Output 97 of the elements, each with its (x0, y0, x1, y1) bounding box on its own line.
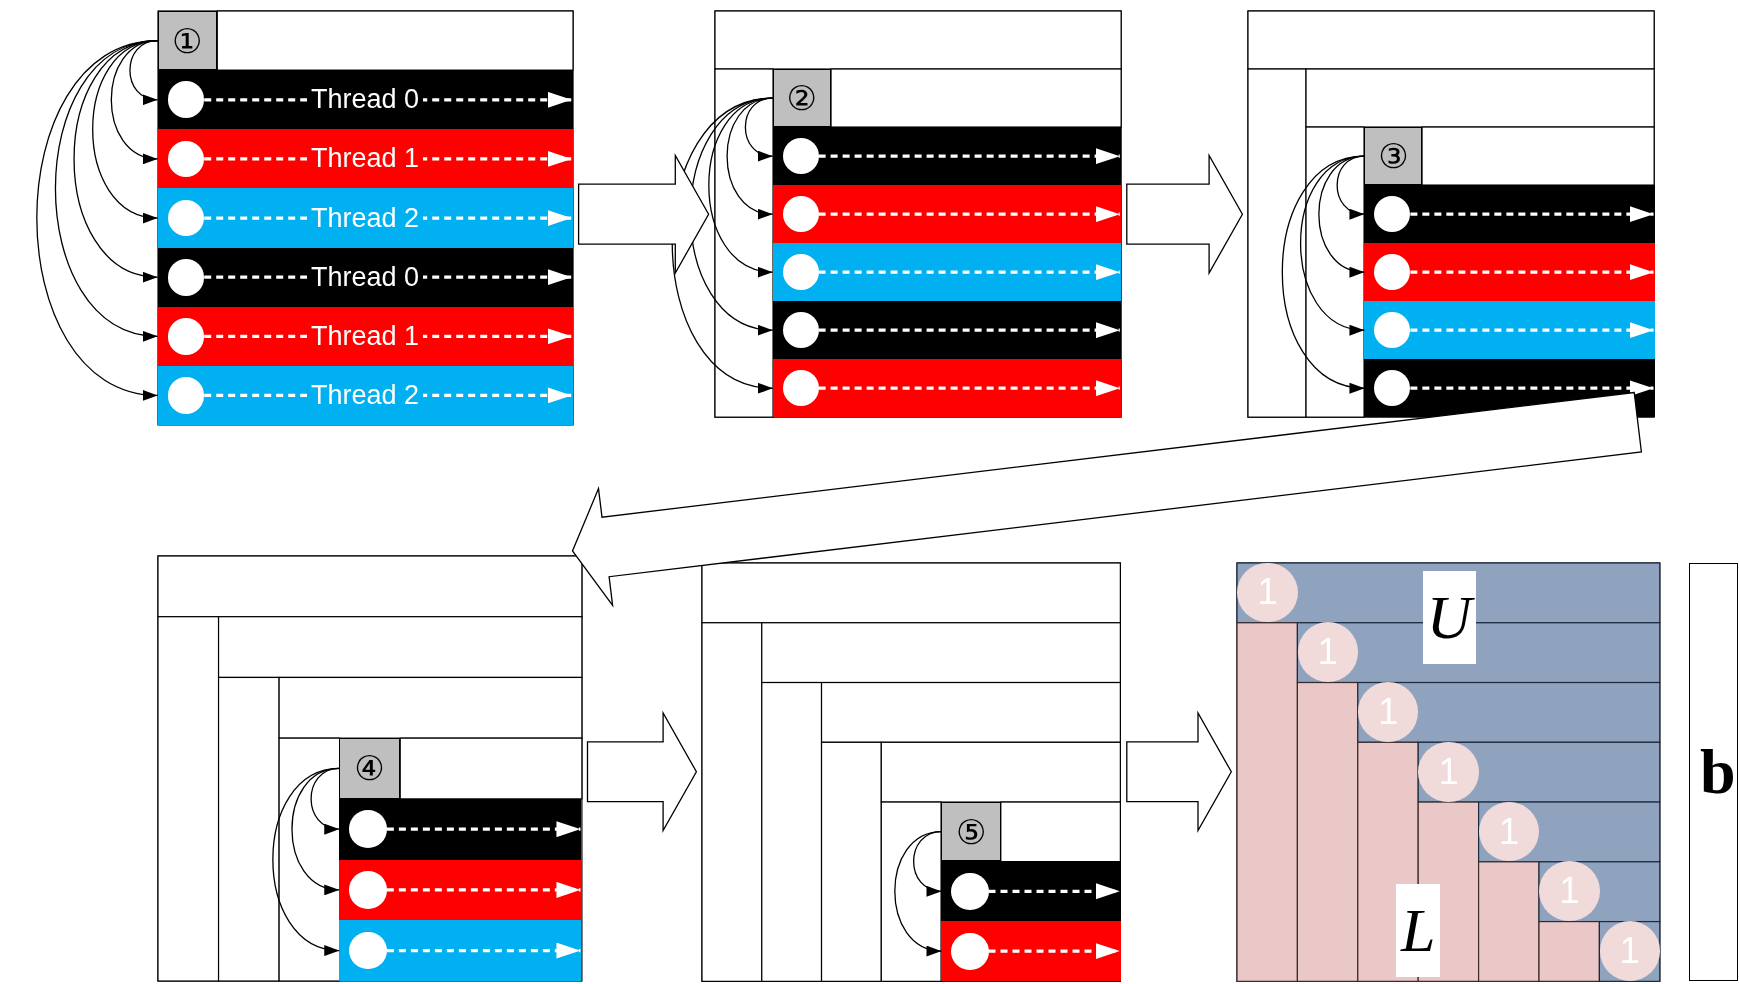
curved-arrow (36, 40, 159, 399)
thread-dot (782, 254, 819, 291)
curved-arrow (744, 97, 774, 160)
curved-arrow (129, 40, 159, 104)
dashed-arrow (204, 150, 572, 167)
dashed-arrow (386, 942, 581, 959)
thread-dot (1374, 312, 1411, 349)
curved-arrow (73, 40, 159, 280)
dashed-arrow (818, 148, 1120, 165)
curved-arrow (708, 97, 774, 275)
pivot-block (339, 738, 400, 799)
dashed-arrow (1410, 206, 1654, 223)
thread-dot (1374, 196, 1411, 233)
dashed-arrow (1410, 380, 1654, 397)
thread-dot (167, 199, 205, 237)
thread-dot (1374, 370, 1411, 407)
curved-arrow (54, 40, 159, 339)
block-arrow (1126, 710, 1233, 834)
pivot-block (941, 801, 1002, 862)
dashed-arrow (1410, 264, 1654, 281)
dashed-arrow (818, 206, 1120, 223)
dashed-arrow (818, 380, 1120, 397)
step-number: ④ (354, 748, 385, 789)
thread-bar (772, 301, 1121, 360)
block-arrow (1126, 152, 1244, 276)
thread-dot (782, 370, 819, 407)
dashed-arrow (386, 881, 581, 898)
vector-box (1688, 562, 1738, 981)
thread-row (157, 306, 573, 366)
pivot-block (157, 11, 217, 71)
pivot-block (772, 69, 831, 128)
thread-row (157, 129, 573, 189)
thread-row (157, 70, 573, 130)
thread-bar (1364, 185, 1655, 244)
thread-bar (1364, 301, 1655, 360)
thread-dot (782, 138, 819, 175)
dashed-arrow (204, 91, 572, 108)
thread-bar (1364, 243, 1655, 302)
thread-bar (339, 859, 582, 921)
step-number: ② (786, 78, 817, 119)
block-arrow (571, 391, 1643, 608)
thread-dot (167, 317, 205, 355)
thread-dot (167, 81, 205, 119)
dashed-arrow (204, 269, 572, 286)
symbol-background (1422, 571, 1476, 664)
curved-arrow (1281, 155, 1366, 391)
curved-arrow (310, 767, 340, 833)
thread-row (157, 247, 573, 307)
thread-row (157, 365, 573, 425)
thread-bar (339, 920, 582, 981)
curved-arrow (110, 40, 159, 162)
curved-arrow (272, 767, 340, 954)
pivot-block (1364, 127, 1423, 186)
block-arrow (577, 152, 710, 276)
curved-arrow (92, 40, 159, 221)
thread-dot (951, 932, 989, 970)
block-arrow (586, 710, 698, 834)
dashed-arrow (204, 210, 572, 227)
thread-bar (941, 861, 1121, 922)
dashed-arrow (204, 387, 572, 404)
thread-bar (339, 798, 582, 860)
symbol-background (1395, 884, 1441, 977)
thread-dot (167, 140, 205, 178)
thread-bar (772, 185, 1121, 244)
dashed-arrow (818, 264, 1120, 281)
curved-arrow (1318, 155, 1366, 276)
thread-bar (772, 359, 1121, 418)
thread-bar (941, 921, 1121, 981)
curved-arrow (726, 97, 774, 218)
dashed-arrow (988, 883, 1120, 900)
curved-arrow (1336, 155, 1366, 218)
dashed-arrow (988, 943, 1120, 960)
thread-dot (349, 931, 387, 970)
dashed-arrow (1410, 322, 1654, 339)
thread-dot (782, 196, 819, 233)
step-number: ① (171, 20, 203, 61)
thread-dot (349, 871, 387, 909)
matrix-symbol: L (1400, 894, 1436, 966)
thread-bar (772, 243, 1121, 302)
dashed-arrow (204, 328, 572, 345)
curved-arrow (913, 830, 943, 895)
vector-symbol: b (1699, 734, 1736, 809)
step-number: ③ (1378, 136, 1409, 177)
thread-bar (772, 127, 1121, 186)
thread-dot (951, 872, 989, 910)
curved-arrow (894, 830, 943, 955)
curved-arrow (1299, 155, 1366, 333)
thread-row (157, 188, 573, 248)
thread-dot (1374, 254, 1411, 291)
thread-dot (349, 810, 387, 848)
step-number: ⑤ (956, 811, 987, 852)
dashed-arrow (386, 821, 581, 838)
thread-dot (167, 377, 205, 414)
thread-dot (782, 312, 819, 349)
thread-dot (167, 258, 205, 296)
curved-arrow (291, 767, 340, 893)
dashed-arrow (818, 322, 1120, 339)
